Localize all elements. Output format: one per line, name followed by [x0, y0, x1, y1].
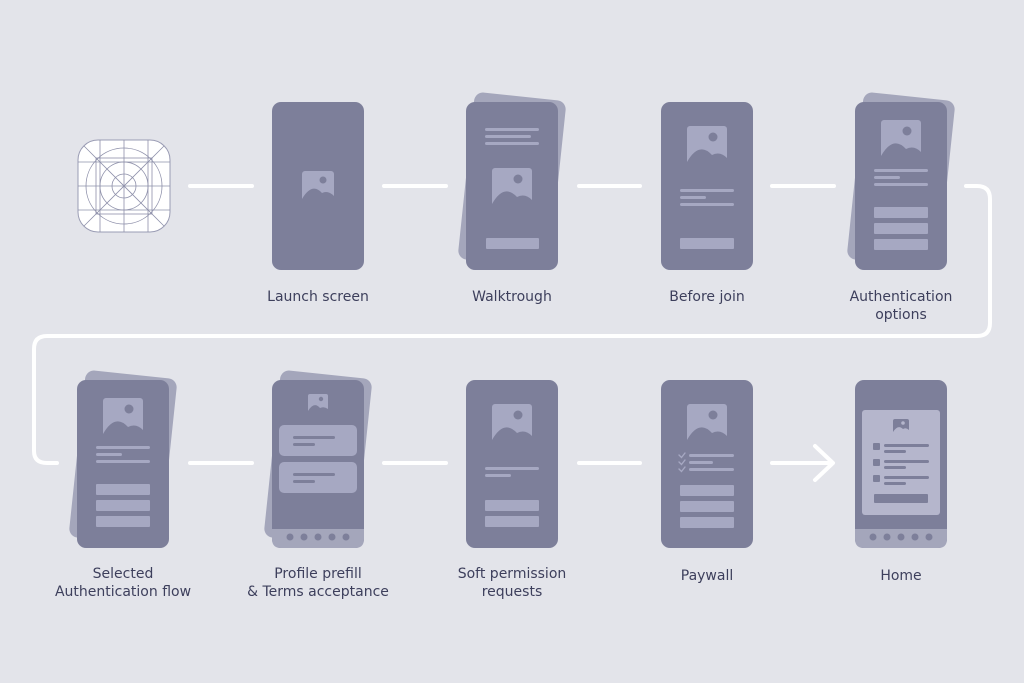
phone-walkthrough [458, 92, 566, 270]
phone-soft-permission-requests [466, 380, 558, 548]
image-placeholder-icon [881, 120, 921, 159]
label-selected-authentication-flow: Selected Authentication flow [38, 565, 208, 601]
label-line: Before join [669, 289, 745, 305]
label-line: Walktrough [472, 289, 552, 305]
image-placeholder-icon [687, 404, 727, 443]
image-placeholder-icon [687, 126, 727, 165]
label-launch-screen: Launch screen [233, 288, 403, 306]
label-line: Authentication flow [54, 584, 192, 600]
phone-launch-screen [272, 102, 364, 270]
phone-authentication-options [847, 92, 955, 270]
image-placeholder-icon [492, 168, 532, 207]
label-soft-permission-requests: Soft permission requests [427, 565, 597, 601]
phone-before-join [661, 102, 753, 270]
label-line: Selected [92, 566, 154, 582]
arrow-head [813, 444, 835, 482]
label-line: Profile prefill [274, 566, 362, 582]
label-line: requests [481, 584, 543, 600]
image-placeholder-icon [893, 419, 909, 434]
label-line: options [875, 307, 927, 323]
label-paywall: Paywall [622, 567, 792, 585]
image-placeholder-icon [302, 171, 334, 202]
label-line: Paywall [680, 568, 734, 584]
label-line: Soft permission [457, 566, 567, 582]
label-profile-prefill: Profile prefill & Terms acceptance [233, 565, 403, 601]
phone-paywall [661, 380, 753, 548]
label-line: Home [880, 568, 922, 584]
image-placeholder-icon [103, 398, 143, 437]
label-line: Authentication [849, 289, 953, 305]
label-walkthrough: Walktrough [427, 288, 597, 306]
label-line: Launch screen [267, 289, 369, 305]
image-placeholder-icon [492, 404, 532, 443]
phone-profile-prefill [264, 370, 372, 548]
label-before-join: Before join [622, 288, 792, 306]
connector-wrap [32, 184, 992, 465]
label-line: & Terms acceptance [247, 584, 389, 600]
label-home: Home [816, 567, 986, 585]
check-icons [678, 452, 686, 473]
phone-home [855, 380, 947, 548]
app-icon-grid [77, 139, 171, 233]
phone-selected-authentication-flow [69, 370, 177, 548]
image-placeholder-icon [308, 394, 328, 413]
label-authentication-options: Authentication options [816, 288, 986, 324]
